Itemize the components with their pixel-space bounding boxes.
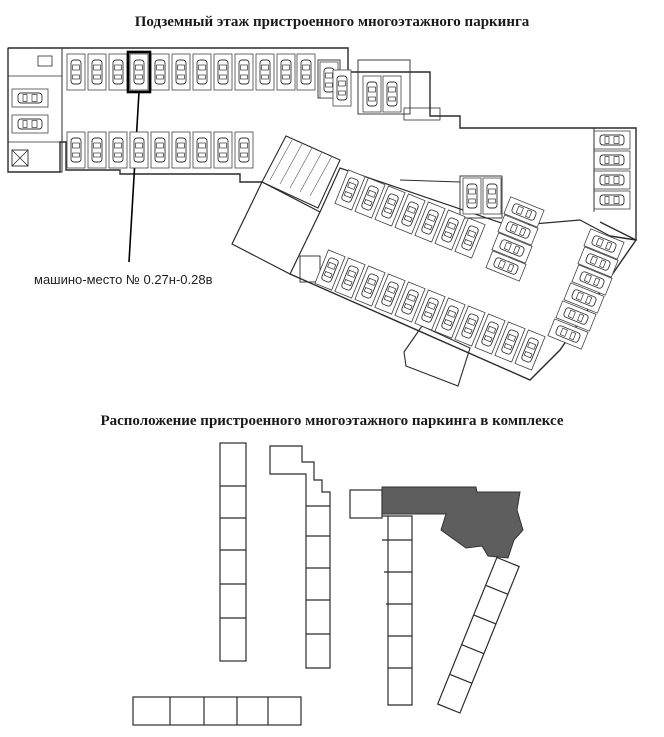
callout-leader-line xyxy=(128,91,140,263)
building-third xyxy=(349,489,413,706)
parking-footprint xyxy=(381,486,524,559)
ramp xyxy=(261,135,341,209)
building-diagonal xyxy=(436,556,520,714)
building-left xyxy=(219,442,247,662)
complex-site-plan xyxy=(132,442,524,726)
building-second xyxy=(269,445,331,669)
underground-floor-plan xyxy=(7,47,638,387)
parking-space-callout: машино-место № 0.27н-0.28в xyxy=(34,272,213,287)
complex-plan-title: Расположение пристроенного многоэтажного… xyxy=(100,413,564,429)
building-bottom xyxy=(132,696,302,726)
parking-plan-title: Подземный этаж пристроенного многоэтажно… xyxy=(134,14,530,30)
